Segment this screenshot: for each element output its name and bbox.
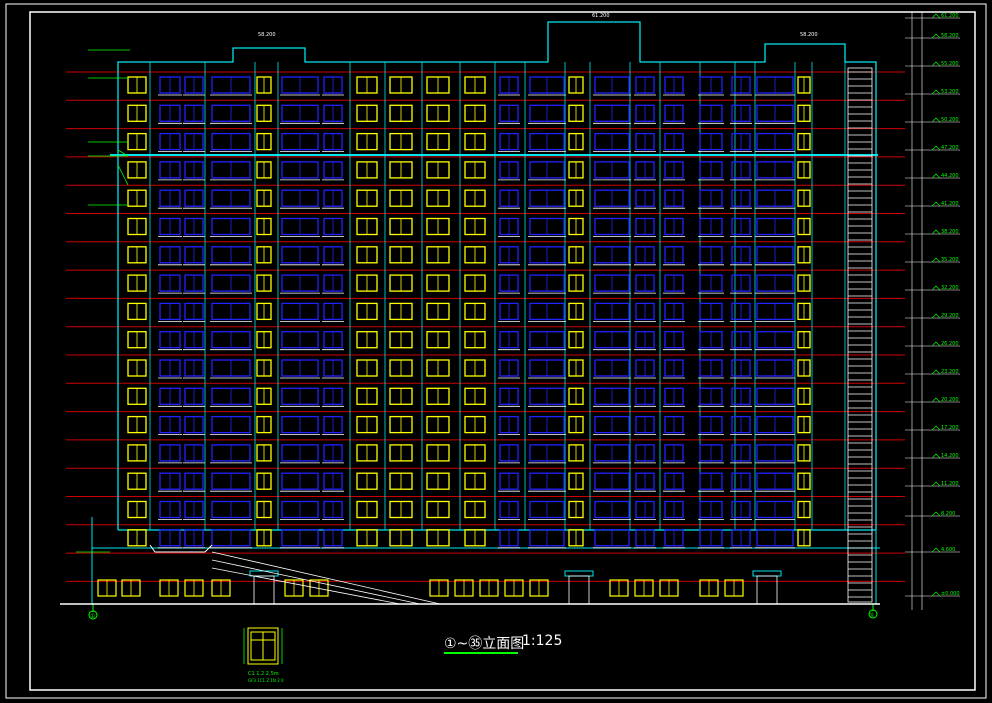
level-mark: 35.200 xyxy=(941,257,959,263)
level-mark: 14.200 xyxy=(941,453,959,459)
axis-label-right: ㉟ xyxy=(869,612,874,619)
level-mark: 61.200 xyxy=(941,13,959,19)
level-mark: 50.200 xyxy=(941,117,959,123)
level-mark: 41.200 xyxy=(941,201,959,207)
entrance-ramp xyxy=(149,544,441,605)
level-mark: 8.200 xyxy=(941,511,955,517)
level-scale: 61.200 58.200 55.200 53.200 50.200 47.200 44.2… xyxy=(905,12,960,610)
level-mark: ±0.000 xyxy=(941,591,960,597)
level-mark: 29.200 xyxy=(941,313,959,319)
building-outline xyxy=(117,21,877,530)
axis-bubble-left xyxy=(88,610,98,620)
level-mark: 38.200 xyxy=(941,229,959,235)
level-mark: 23.200 xyxy=(941,369,959,375)
roof-level-left: 58.200 xyxy=(258,32,276,38)
window-detail: C1 1.2 2.5m GF3 1C1 Z 1N 2 0 xyxy=(243,627,284,683)
drawing-title-text: ①~㉟立面图 xyxy=(444,636,525,652)
drawing-border-outer xyxy=(5,3,987,699)
floor-lines xyxy=(66,71,905,582)
level-mark: 32.200 xyxy=(941,285,959,291)
level-mark: 4.600 xyxy=(941,547,955,553)
window-detail-note-1: C1 1.2 2.5m xyxy=(248,671,279,677)
window-grid xyxy=(97,76,811,605)
axis-bubble-right xyxy=(868,609,878,619)
top-level-labels: 58.200 61.200 58.200 xyxy=(258,13,818,38)
roof-level-right: 58.200 xyxy=(800,32,818,38)
axis-label-left: ① xyxy=(90,613,95,620)
building-elevation xyxy=(91,21,880,604)
level-mark: 58.200 xyxy=(941,33,959,39)
drawing-border-inner xyxy=(29,11,976,691)
window-detail-note-2: GF3 1C1 Z 1N 2 0 xyxy=(248,678,284,683)
level-mark: 11.200 xyxy=(941,481,959,487)
drawing-title: ①~㉟立面图 1:125 xyxy=(438,632,578,656)
roof-level-center: 61.200 xyxy=(592,13,610,19)
level-mark: 26.200 xyxy=(941,341,959,347)
level-mark: 44.200 xyxy=(941,173,959,179)
level-mark: 47.200 xyxy=(941,145,959,151)
left-annotations xyxy=(76,49,130,553)
level-mark: 53.200 xyxy=(941,89,959,95)
title-underline xyxy=(444,652,518,654)
level-mark: 17.200 xyxy=(941,425,959,431)
level-mark: 20.200 xyxy=(941,397,959,403)
level-mark: 55.200 xyxy=(941,61,959,67)
axis-markers: ① ㉟ xyxy=(88,604,878,620)
drawing-scale: 1:125 xyxy=(522,633,563,649)
